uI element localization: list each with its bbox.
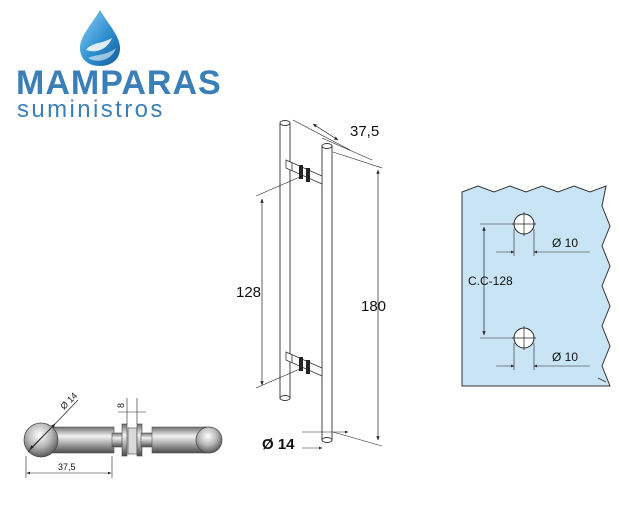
glass-panel xyxy=(461,185,611,387)
connector-bottom xyxy=(285,351,323,377)
front-diameter-label: Ø 14 xyxy=(262,436,295,453)
handle-end-cap-left xyxy=(23,422,59,458)
connector-right xyxy=(140,432,154,448)
flange-left xyxy=(121,423,128,457)
handle-bar-left xyxy=(47,426,115,454)
glass-drilling-view: C.C-128 Ø 10 Ø 10 xyxy=(461,185,611,387)
front-center-distance-label: 128 xyxy=(236,284,261,301)
front-length-label: 180 xyxy=(361,298,386,315)
front-view: 128 180 37,5 Ø 14 xyxy=(236,119,386,453)
brand-name: MAMPARAS xyxy=(16,64,222,102)
glass-section xyxy=(127,427,138,455)
hole-bottom-diameter-label: Ø 10 xyxy=(552,350,578,364)
side-thickness-label: 8 xyxy=(116,403,126,408)
side-view: Ø 14 8 37,5 xyxy=(23,391,223,478)
brand-tagline: suministros xyxy=(17,96,165,123)
pull-bar-front xyxy=(321,145,333,441)
front-offset-label: 37,5 xyxy=(350,123,379,140)
connector-top xyxy=(285,159,323,185)
side-offset-label: 37,5 xyxy=(58,462,76,472)
side-diameter-label: Ø 14 xyxy=(58,391,79,412)
hole-top-diameter-label: Ø 10 xyxy=(552,236,578,250)
water-drop-icon xyxy=(80,10,120,66)
center-distance-label: C.C-128 xyxy=(468,274,513,288)
